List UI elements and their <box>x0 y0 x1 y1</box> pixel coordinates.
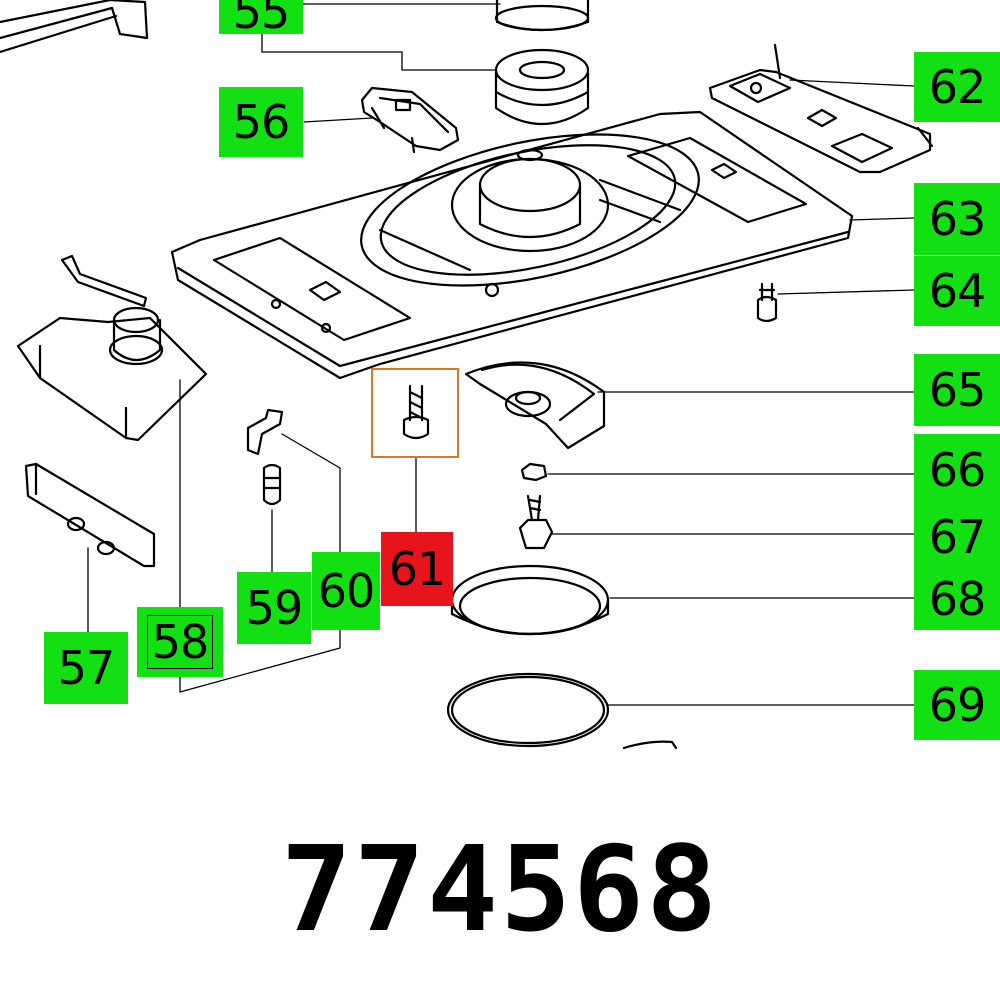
callout-65[interactable]: 65 <box>914 354 1000 426</box>
seal-ring-drawing <box>450 564 610 636</box>
callout-63[interactable]: 63 <box>914 183 1000 255</box>
part-number: 774568 <box>280 820 720 958</box>
counterweight-drawing <box>464 361 606 450</box>
o-ring-drawing <box>446 672 610 748</box>
callout-55[interactable]: 55 <box>219 0 303 35</box>
callout-61-highlighted[interactable]: 61 <box>381 532 453 606</box>
small-clip-drawing <box>246 408 284 506</box>
bracket-drawing <box>360 86 460 154</box>
clip-plate-drawing <box>708 43 934 174</box>
cable-fragment-drawing <box>0 0 149 54</box>
bearing-drawing <box>494 0 590 125</box>
switch-assembly-drawing <box>16 254 208 568</box>
callout-68[interactable]: 68 <box>914 568 1000 630</box>
screw-drawing <box>756 282 778 323</box>
callout-58[interactable]: 58 <box>137 607 223 677</box>
callout-57[interactable]: 57 <box>44 632 128 704</box>
base-plate-drawing <box>170 110 854 380</box>
partial-part-drawing <box>622 740 678 750</box>
callout-64[interactable]: 64 <box>914 256 1000 326</box>
callout-69[interactable]: 69 <box>914 670 1000 740</box>
callout-67[interactable]: 67 <box>914 506 1000 568</box>
leader-lines <box>87 3 915 706</box>
callout-60[interactable]: 60 <box>312 552 380 630</box>
nut-drawing <box>520 462 548 482</box>
selection-highlight-box <box>371 368 459 458</box>
callout-59[interactable]: 59 <box>237 572 311 644</box>
bolt-drawing <box>518 494 554 550</box>
callout-56[interactable]: 56 <box>219 87 303 157</box>
highlighted-screw-drawing <box>402 384 430 440</box>
callout-66[interactable]: 66 <box>914 434 1000 506</box>
callout-62[interactable]: 62 <box>914 52 1000 122</box>
callout-58-text: 58 <box>146 615 214 669</box>
exploded-view-drawing <box>0 0 934 750</box>
